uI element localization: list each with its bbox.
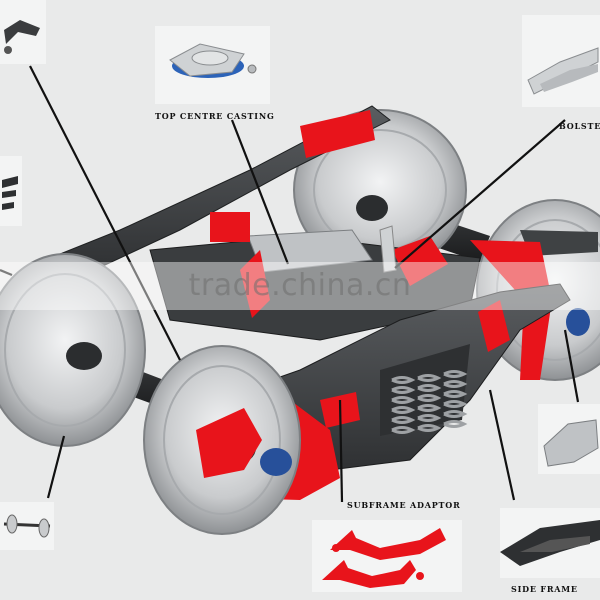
thumbnail-right-middle bbox=[538, 404, 600, 474]
thumbnail-left-middle bbox=[0, 156, 22, 226]
thumbnail-bottom-left bbox=[0, 502, 54, 550]
front-wheel-right bbox=[143, 345, 301, 535]
label-side-frame: SIDE FRAME bbox=[511, 584, 578, 594]
label-top-centre-casting: TOP CENTRE CASTING bbox=[155, 111, 275, 121]
label-bolster: BOLSTER bbox=[559, 121, 600, 131]
bolster-body bbox=[149, 212, 552, 380]
watermark-band bbox=[0, 262, 600, 310]
thumbnail-top-left bbox=[0, 0, 46, 64]
thumbnail-side-frame bbox=[500, 508, 600, 578]
watermark-text: trade.china.cn bbox=[188, 268, 412, 303]
spring-nest bbox=[391, 370, 468, 434]
leader-lines bbox=[0, 65, 580, 503]
thumbnail-subframe-adaptor bbox=[312, 520, 462, 592]
thumbnail-top-centre-casting bbox=[155, 26, 270, 104]
label-subframe-adaptor: SUBFRAME ADAPTOR bbox=[347, 500, 461, 510]
thumbnail-bolster bbox=[522, 15, 600, 107]
